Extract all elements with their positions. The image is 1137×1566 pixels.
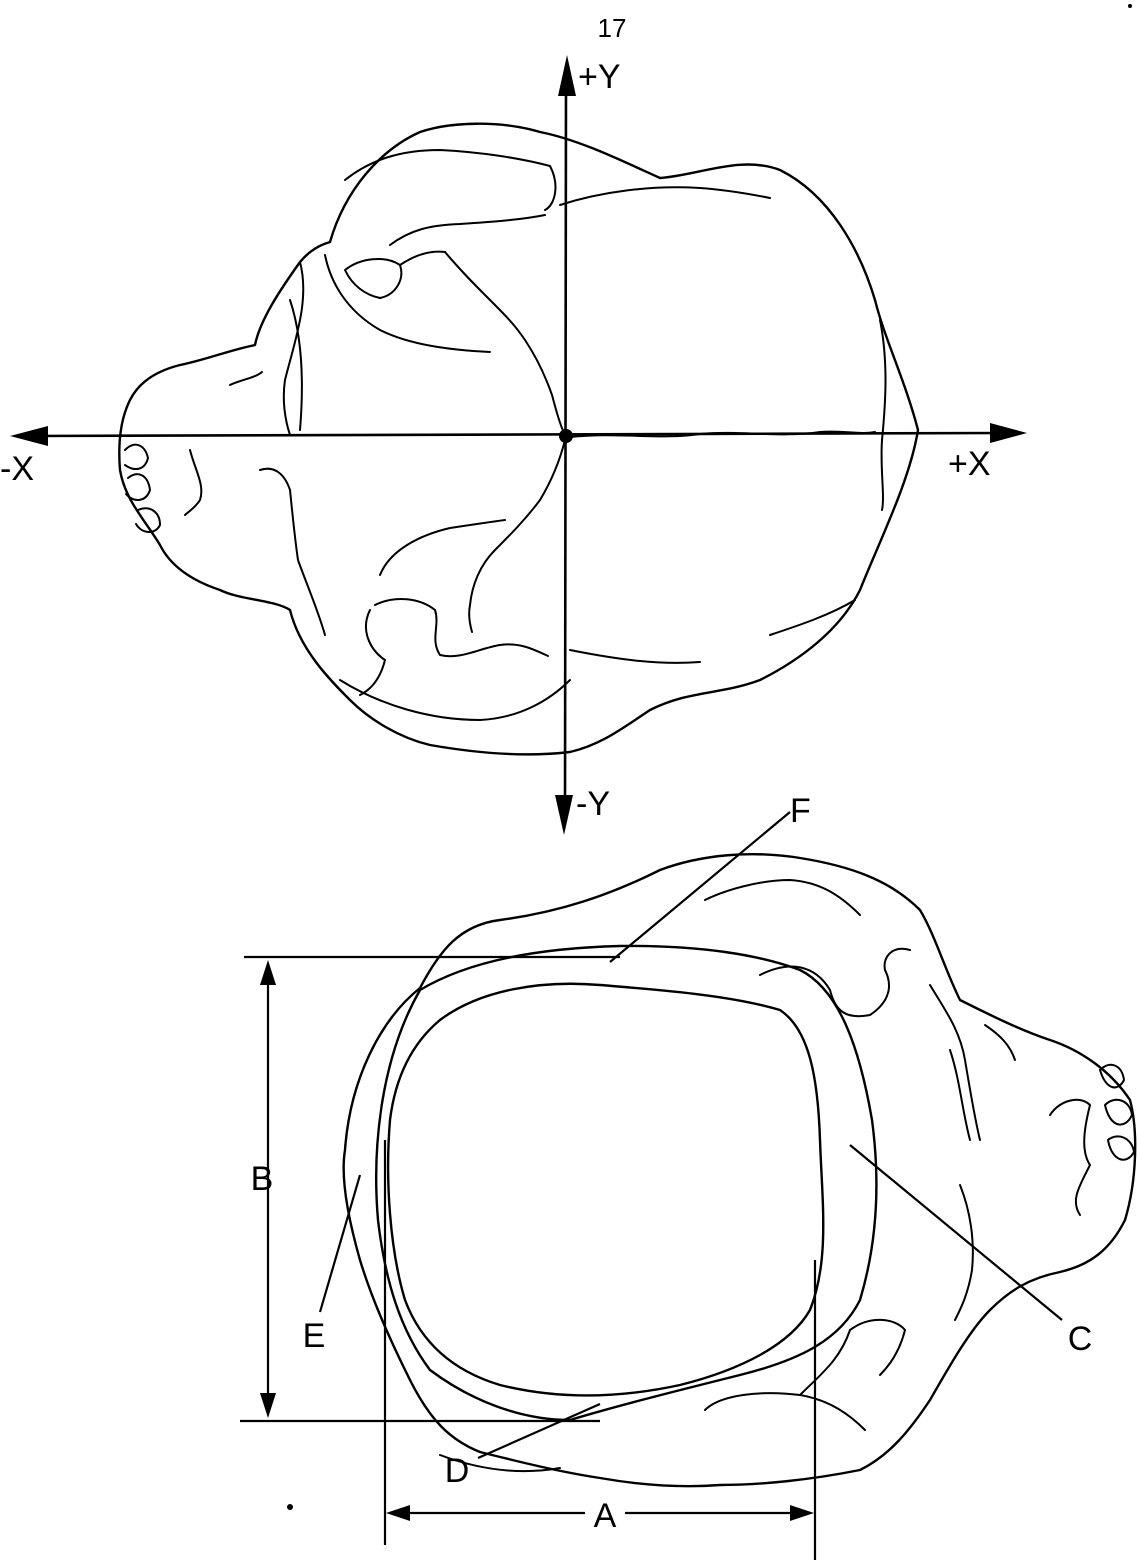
x-axis	[29, 431, 1006, 438]
top-skull-contour	[289, 299, 303, 431]
bottom-skull-contour	[1104, 1098, 1133, 1126]
top-skull-contour	[344, 258, 403, 299]
x-axis-arrow-positive	[990, 423, 1027, 443]
top-skull-outline	[118, 122, 920, 756]
top-skull-contour	[344, 149, 557, 211]
bottom-skull-contour	[929, 984, 981, 1141]
bottom-skull-contour	[759, 947, 911, 1018]
top-skull-contour	[259, 467, 326, 636]
top-skull-contour	[324, 254, 491, 353]
bottom-skull-contour	[799, 1329, 851, 1396]
label-f: F	[790, 792, 811, 830]
bottom-skull-contour	[1099, 1063, 1125, 1089]
leader-f	[609, 811, 791, 963]
bottom-skull-contour	[849, 1318, 906, 1376]
dimension-lines: A B	[240, 955, 817, 1560]
scan-speck	[1128, 4, 1132, 8]
bottom-skull-view	[342, 853, 1137, 1488]
coordinate-axes: +Y -Y +X -X	[0, 55, 1027, 835]
top-skull-contour	[559, 186, 771, 206]
bone-shell-outer	[375, 944, 878, 1422]
top-skull-contour	[359, 609, 386, 696]
x-axis-arrow-negative	[10, 426, 48, 446]
minus-y-label: -Y	[576, 785, 610, 823]
top-skull-contour	[125, 473, 151, 501]
top-skull-contour	[399, 250, 446, 266]
leader-c	[849, 1144, 1063, 1321]
dimension-a-arrow-left	[386, 1505, 410, 1521]
label-d: D	[445, 1452, 470, 1490]
coronal-suture	[468, 439, 566, 633]
plus-x-label: +X	[948, 445, 991, 483]
top-skull-contour	[184, 449, 203, 516]
leader-d	[477, 1402, 601, 1460]
top-skull-contour	[339, 679, 571, 721]
scan-speck	[287, 1504, 293, 1510]
page-number: 17	[598, 13, 627, 43]
dimension-b-arrow-bottom	[260, 1393, 276, 1418]
label-b: B	[251, 1160, 274, 1198]
bottom-skull-contour	[949, 1049, 971, 1141]
label-a: A	[594, 1497, 617, 1535]
top-skull-contour	[569, 649, 701, 664]
top-skull-contour	[282, 261, 305, 436]
minus-x-label: -X	[0, 450, 34, 488]
leader-e	[318, 1174, 362, 1313]
top-skull-contour	[374, 598, 549, 658]
y-axis-arrow-negative	[555, 795, 573, 835]
top-skull-contour	[769, 599, 856, 636]
y-axis	[563, 77, 568, 813]
top-skull-contour	[229, 371, 263, 386]
dimension-b-arrow-top	[260, 960, 276, 985]
dimension-a-arrow-right	[790, 1505, 814, 1521]
origin-point	[559, 429, 573, 443]
coronal-suture	[444, 251, 566, 436]
label-c: C	[1068, 1320, 1093, 1358]
top-skull-contour	[379, 519, 506, 576]
y-axis-arrow-positive	[558, 55, 576, 96]
plus-y-label: +Y	[578, 58, 621, 96]
top-skull-view	[118, 122, 920, 756]
bottom-skull-contour	[704, 879, 861, 916]
inner-cavity-outline	[386, 982, 825, 1397]
bottom-skull-contour	[704, 1392, 866, 1431]
top-skull-contour	[389, 214, 546, 246]
top-skull-contour	[124, 443, 149, 471]
bottom-skull-contour	[984, 1024, 1016, 1061]
top-skull-contour	[135, 507, 161, 533]
bottom-skull-contour	[1107, 1135, 1135, 1161]
bottom-skull-contour	[954, 1184, 974, 1321]
top-skull-contour	[879, 319, 887, 511]
bottom-skull-contour	[1049, 1098, 1091, 1216]
label-e: E	[303, 1317, 326, 1355]
leader-labels: F C E D	[303, 792, 1093, 1490]
bottom-skull-contour	[439, 1454, 561, 1473]
bottom-skull-outline	[342, 853, 1137, 1488]
